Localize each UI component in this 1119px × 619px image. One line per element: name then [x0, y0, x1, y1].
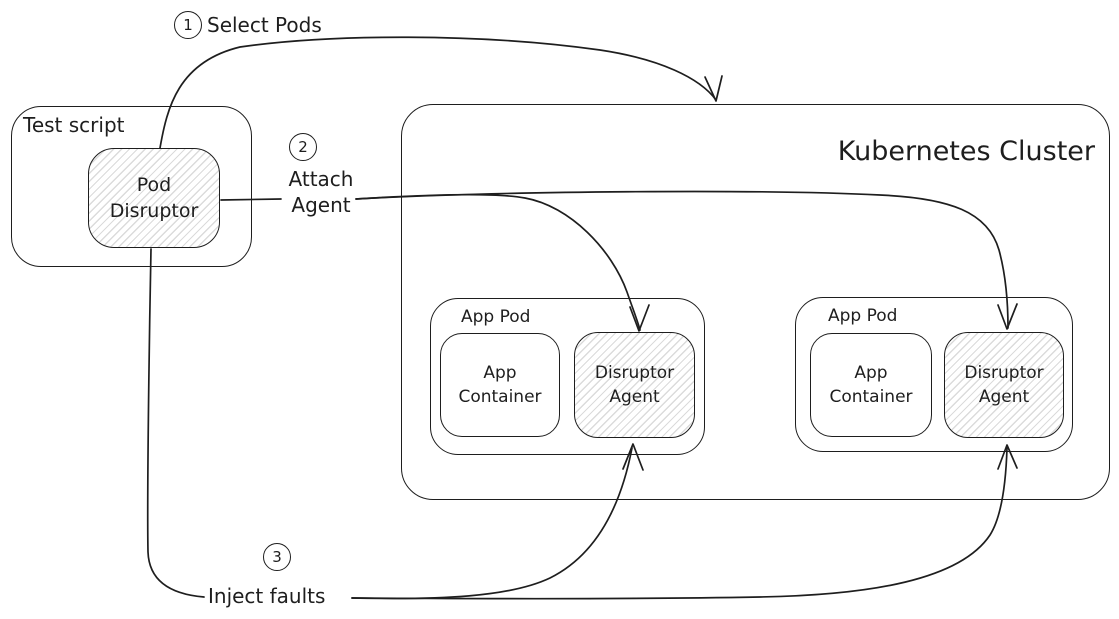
- step-1-number: 1: [183, 16, 193, 34]
- app-container-2-line1: App: [854, 363, 888, 383]
- step-3-label: Inject faults: [208, 584, 326, 608]
- app-pod-2-label: App Pod: [828, 306, 898, 326]
- app-container-1-box: [440, 333, 560, 437]
- step-2-circle: 2: [289, 133, 317, 161]
- step-3-number: 3: [272, 548, 282, 566]
- step-2-line2: Agent: [291, 193, 351, 217]
- pod-disruptor-line2: Disruptor: [109, 200, 199, 222]
- disruptor-agent-2-label: Disruptor Agent: [944, 332, 1064, 438]
- step-1-circle: 1: [174, 11, 202, 39]
- disruptor-agent-2-line2: Agent: [978, 387, 1030, 407]
- step-1-label: Select Pods: [207, 13, 322, 37]
- select-pods-arrowhead: [704, 75, 723, 102]
- disruptor-agent-2-line1: Disruptor: [964, 363, 1044, 383]
- pod-disruptor-line1: Pod: [136, 174, 172, 196]
- disruptor-agent-1-line2: Agent: [609, 387, 660, 407]
- step-2-line1: Attach: [288, 167, 354, 191]
- disruptor-agent-1-line1: Disruptor: [594, 363, 675, 383]
- step-2-label: Attach Agent: [276, 166, 366, 218]
- disruptor-agent-1-box: [574, 332, 695, 438]
- inject-faults-stem: [146, 248, 205, 598]
- pod-disruptor-label: Pod Disruptor: [88, 148, 220, 248]
- app-container-1-line1: App: [483, 363, 517, 383]
- test-script-label: Test script: [23, 113, 125, 137]
- pod-disruptor-box: [88, 148, 220, 248]
- disruptor-agent-1-label: Disruptor Agent: [574, 332, 695, 438]
- app-container-1-line2: Container: [458, 387, 542, 407]
- disruptor-agent-2-box: [944, 332, 1064, 438]
- app-container-2-label: App Container: [810, 333, 932, 437]
- step-3-circle: 3: [263, 543, 291, 571]
- kubernetes-cluster-label: Kubernetes Cluster: [837, 136, 1095, 167]
- app-container-1-label: App Container: [440, 333, 560, 437]
- app-container-2-box: [810, 333, 932, 437]
- step-2-number: 2: [298, 138, 308, 156]
- app-container-2-line2: Container: [829, 387, 913, 407]
- app-pod-1-label: App Pod: [461, 307, 531, 327]
